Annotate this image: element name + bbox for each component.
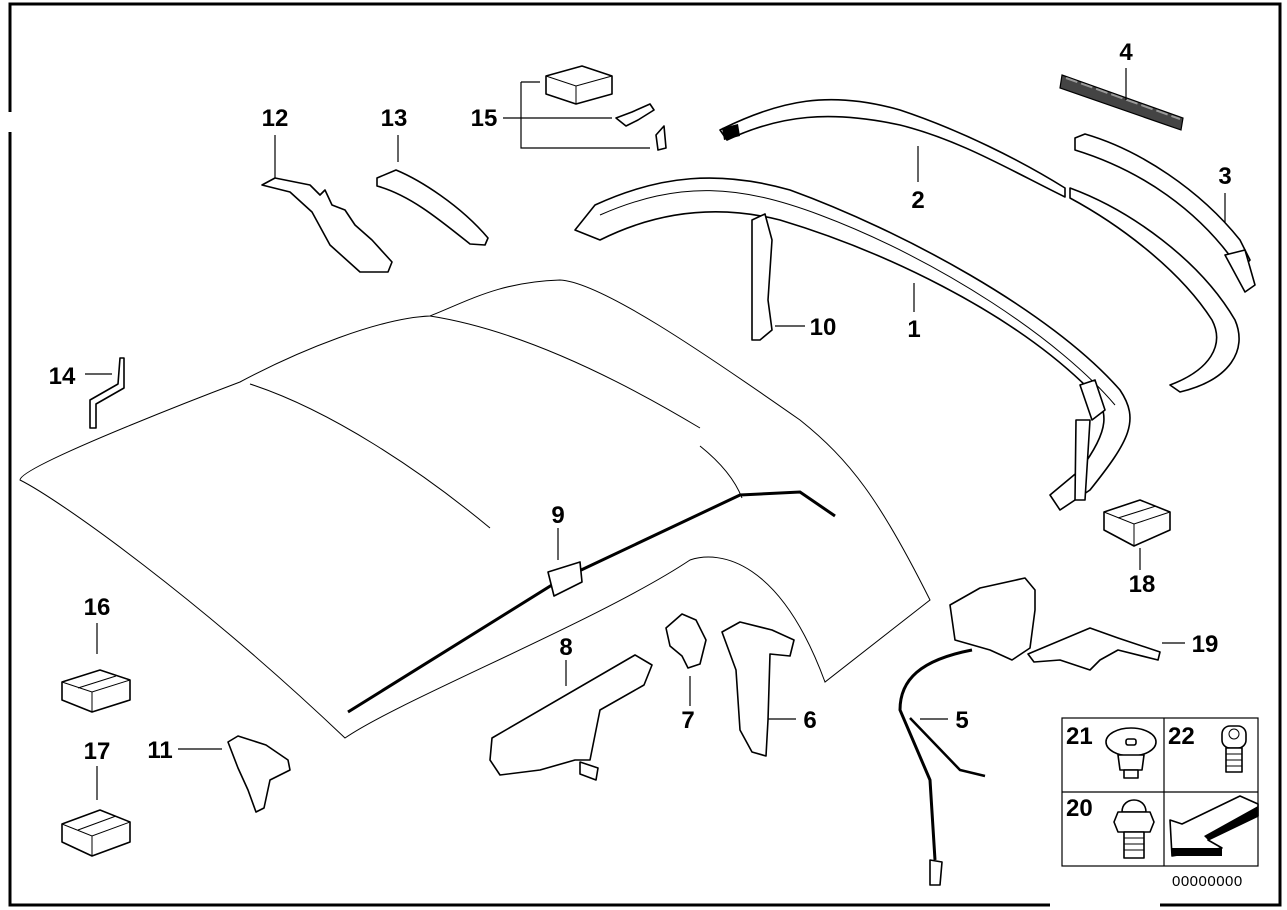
flat-head-bolt-icon	[1105, 727, 1157, 779]
part-3-rear-strip	[1074, 133, 1256, 293]
part-17-box	[61, 809, 131, 857]
callout-13: 13	[381, 105, 408, 132]
drawing-number: 00000000	[1172, 873, 1243, 890]
callout-18: 18	[1129, 571, 1156, 598]
callout-8: 8	[559, 634, 572, 661]
part-7-small-hinge	[665, 613, 707, 669]
callout-15: 15	[471, 105, 498, 132]
callout-19: 19	[1192, 631, 1219, 658]
leader-lines	[85, 68, 1226, 800]
callout-14: 14	[49, 363, 76, 390]
callout-3: 3	[1218, 163, 1231, 190]
part-18-box	[1103, 499, 1171, 547]
part-8-mounting-plate	[489, 654, 653, 781]
callout-7: 7	[681, 707, 694, 734]
legend-label-21: 21	[1066, 723, 1093, 750]
part-13-trim-cover	[376, 169, 489, 246]
soft-top-outline	[19, 279, 931, 739]
torx-cap-screw-icon	[1221, 725, 1247, 773]
callout-2: 2	[911, 187, 924, 214]
part-2-seal-strip	[719, 98, 1240, 393]
part-4-mesh-strip	[1059, 74, 1184, 131]
callout-1: 1	[907, 316, 920, 343]
part-6-hinge-bracket	[721, 621, 795, 757]
hex-stud-bolt-icon	[1113, 799, 1155, 859]
legend-label-22: 22	[1168, 723, 1195, 750]
part-11-corner-bracket	[227, 735, 291, 813]
callout-5: 5	[955, 707, 968, 734]
legend-label-20: 20	[1066, 795, 1093, 822]
part-1-main-bow	[574, 177, 1131, 511]
callout-16: 16	[84, 594, 111, 621]
part-14-z-bracket	[89, 357, 125, 429]
part-9-tension-cable	[347, 490, 836, 714]
direction-arrow-icon	[1169, 795, 1259, 857]
callout-6: 6	[803, 707, 816, 734]
part-19-cover-plate	[1027, 627, 1161, 671]
callout-12: 12	[262, 105, 289, 132]
callout-4: 4	[1119, 39, 1133, 66]
fastener-legend: 21 22 20	[1061, 717, 1259, 867]
callout-17: 17	[84, 738, 111, 765]
callout-9: 9	[551, 502, 564, 529]
part-10-side-bracket	[751, 213, 773, 341]
part-12-side-trim-bracket	[261, 177, 393, 273]
callout-10: 10	[810, 314, 837, 341]
callout-11: 11	[147, 737, 172, 764]
part-16-box	[61, 669, 131, 713]
part-5-latch-cable	[898, 577, 1036, 886]
drawing-frame	[8, 2, 1282, 907]
part-15-clips-kit	[545, 65, 667, 151]
